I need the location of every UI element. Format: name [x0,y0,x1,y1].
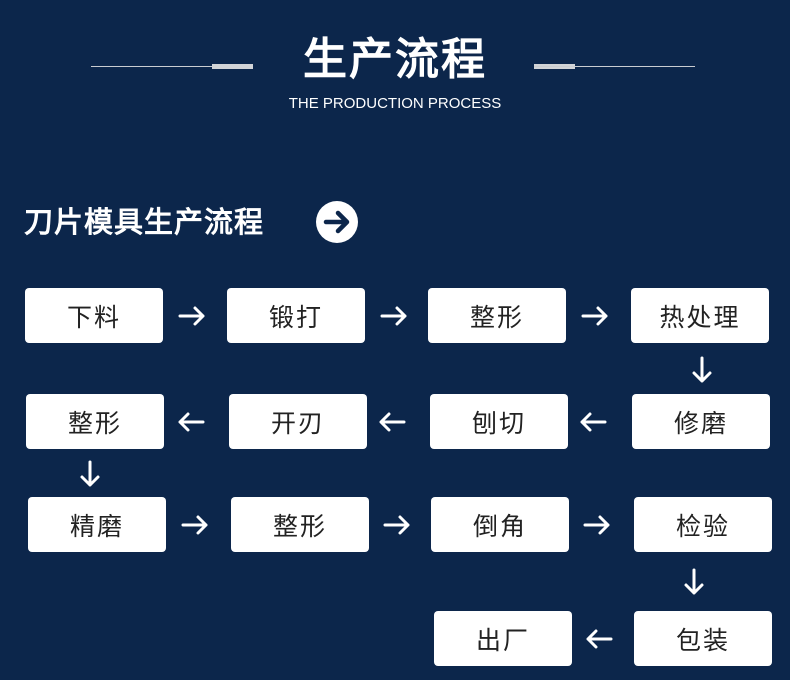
step-box: 开刃 [229,394,367,449]
arrow-right-icon [383,515,410,535]
arrow-left-icon [178,412,205,432]
arrow-down-icon [80,460,100,487]
arrow-right-icon [178,306,205,326]
section-title: 刀片模具生产流程 [24,205,265,239]
page-subtitle: THE PRODUCTION PROCESS [288,95,502,112]
step-box: 精磨 [28,497,166,552]
arrow-left-icon [586,629,613,649]
step-box: 包装 [634,611,772,666]
arrow-right-icon [181,515,208,535]
step-box: 刨切 [430,394,568,449]
step-box: 修磨 [632,394,770,449]
header-left-bar [212,64,253,69]
step-box: 整形 [231,497,369,552]
arrow-left-icon [379,412,406,432]
arrow-right-icon [583,515,610,535]
step-box: 倒角 [431,497,569,552]
step-box: 检验 [634,497,772,552]
arrow-down-icon [692,356,712,383]
step-box: 整形 [428,288,566,343]
header-right-line [534,66,695,67]
arrow-right-icon [380,306,407,326]
circle-arrow-right-icon [316,201,358,243]
page-title: 生产流程 [303,34,487,85]
header-left-line [91,66,253,67]
step-box: 热处理 [631,288,769,343]
step-box: 下料 [25,288,163,343]
arrow-left-icon [580,412,607,432]
arrow-right-icon [581,306,608,326]
step-box: 出厂 [434,611,572,666]
step-box: 整形 [26,394,164,449]
arrow-down-icon [684,568,704,595]
step-box: 锻打 [227,288,365,343]
